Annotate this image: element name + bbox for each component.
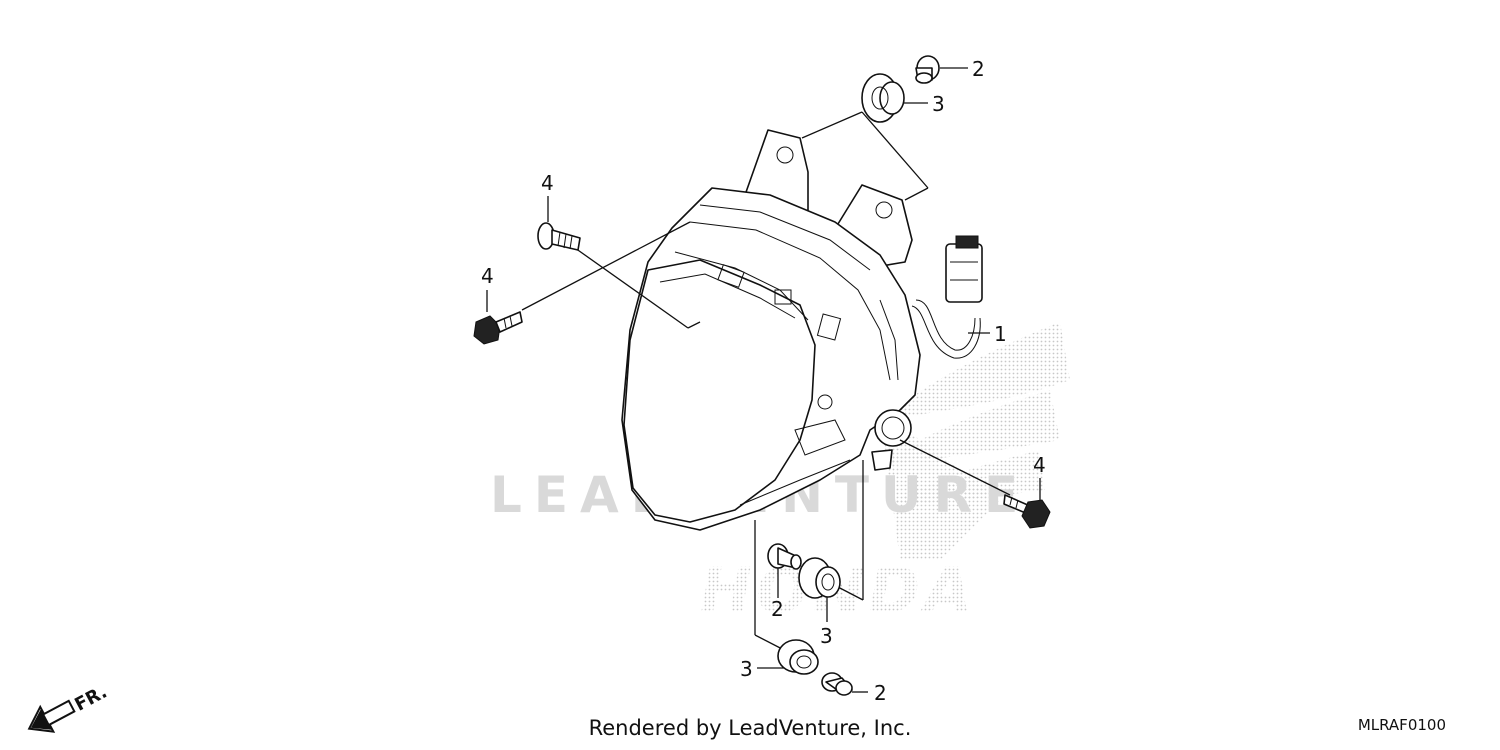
callout-2-top: 2 bbox=[972, 57, 985, 81]
bolt-part-4-upper bbox=[537, 222, 581, 251]
grommet-part-3-bottom-mid bbox=[798, 557, 841, 599]
callout-1: 1 bbox=[994, 322, 1007, 346]
grommet-part-3-top bbox=[861, 73, 905, 123]
leader-lines bbox=[486, 67, 1041, 693]
honda-wing-watermark bbox=[880, 322, 1070, 560]
render-credit: Rendered by LeadVenture, Inc. bbox=[588, 716, 912, 740]
callout-2-bottom-left: 2 bbox=[771, 597, 784, 621]
diagram-reference-code: MLRAF0100 bbox=[1357, 716, 1446, 734]
headlight-assembly bbox=[621, 129, 983, 531]
collar-part-2-bottom bbox=[821, 672, 853, 696]
grommet-part-3-bottom bbox=[777, 639, 819, 675]
callout-4-upper: 4 bbox=[541, 171, 554, 195]
callout-2-bottom: 2 bbox=[874, 681, 887, 705]
callout-4-left: 4 bbox=[481, 264, 494, 288]
callout-3-top: 3 bbox=[932, 92, 945, 116]
callout-3-bottom: 3 bbox=[740, 657, 753, 681]
callout-4-right: 4 bbox=[1033, 453, 1046, 477]
front-direction-label: FR. bbox=[71, 682, 110, 716]
bolt-part-4-right bbox=[1003, 494, 1051, 529]
callout-3-bottom-mid: 3 bbox=[820, 624, 833, 648]
collar-part-2-bottom-left bbox=[767, 543, 802, 570]
collar-part-2-top bbox=[915, 55, 940, 84]
bolt-part-4-left bbox=[473, 311, 523, 345]
